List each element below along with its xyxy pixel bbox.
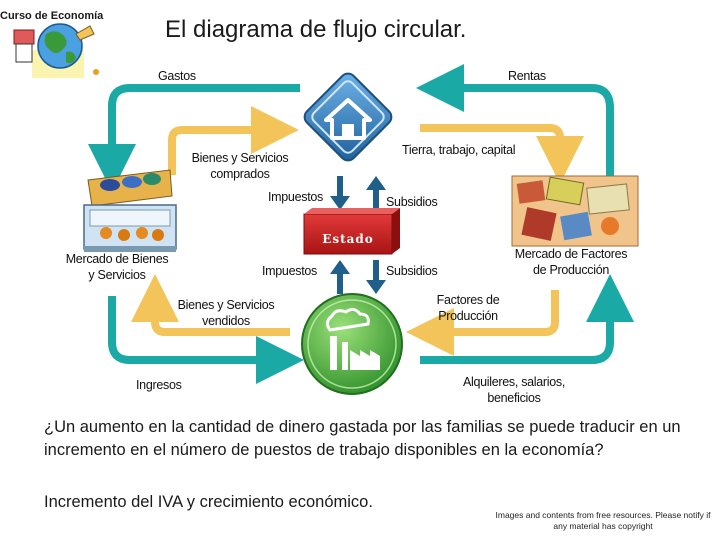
label-alquileres: Alquileres, salarios, beneficios xyxy=(462,375,566,405)
label-bienes-vendidos: Bienes y Servicios vendidos xyxy=(177,298,275,328)
flow-arrow-alquileres xyxy=(420,274,634,364)
arrow-subsidios-bottom xyxy=(366,260,386,294)
label-impuestos-bottom: Impuestos xyxy=(262,264,317,278)
label-subsidios-bottom: Subsidios xyxy=(386,264,438,278)
flow-arrow-factores xyxy=(406,290,559,356)
clipart-globe-icon xyxy=(13,23,99,78)
label-tierra: Tierra, trabajo, capital xyxy=(402,143,516,157)
firm-factory-icon xyxy=(301,293,403,395)
flow-arrow-tierra xyxy=(420,124,584,184)
flow-arrow-gastos xyxy=(88,84,300,192)
arrow-impuestos-bottom xyxy=(330,260,350,294)
arrow-subsidios-top xyxy=(366,176,386,210)
flow-arrow-bienes-comprados xyxy=(168,106,299,175)
statement-text: Incremento del IVA y crecimiento económi… xyxy=(44,493,373,511)
label-estado: Estado xyxy=(322,232,374,246)
page-title: El diagrama de flujo circular. xyxy=(165,16,467,43)
label-ingresos: Ingresos xyxy=(136,378,182,392)
household-house-icon xyxy=(303,72,393,162)
credit-note: Images and contents from free resources.… xyxy=(495,510,711,531)
label-subsidios-top: Subsidios xyxy=(386,195,438,209)
flow-arrow-bienes-vendidos xyxy=(131,274,290,336)
label-mercado-bienes: Mercado de Bienes y Servicios xyxy=(65,252,169,282)
label-mercado-factores: Mercado de Factores de Producción xyxy=(514,247,628,277)
course-label: Curso de Economía xyxy=(0,10,104,22)
label-rentas: Rentas xyxy=(508,69,546,83)
factor-market-icon xyxy=(511,175,639,247)
arrow-impuestos-top xyxy=(330,176,350,210)
goods-market-icon xyxy=(83,169,177,252)
label-bienes-comprados: Bienes y Servicios comprados xyxy=(191,151,289,181)
label-impuestos-top: Impuestos xyxy=(268,190,323,204)
question-text: ¿Un aumento en la cantidad de dinero gas… xyxy=(44,418,681,459)
label-factores: Factores de Producción xyxy=(436,293,500,323)
flow-arrow-rentas xyxy=(416,64,614,200)
flow-arrow-ingresos xyxy=(108,296,304,384)
label-gastos: Gastos xyxy=(158,69,196,83)
